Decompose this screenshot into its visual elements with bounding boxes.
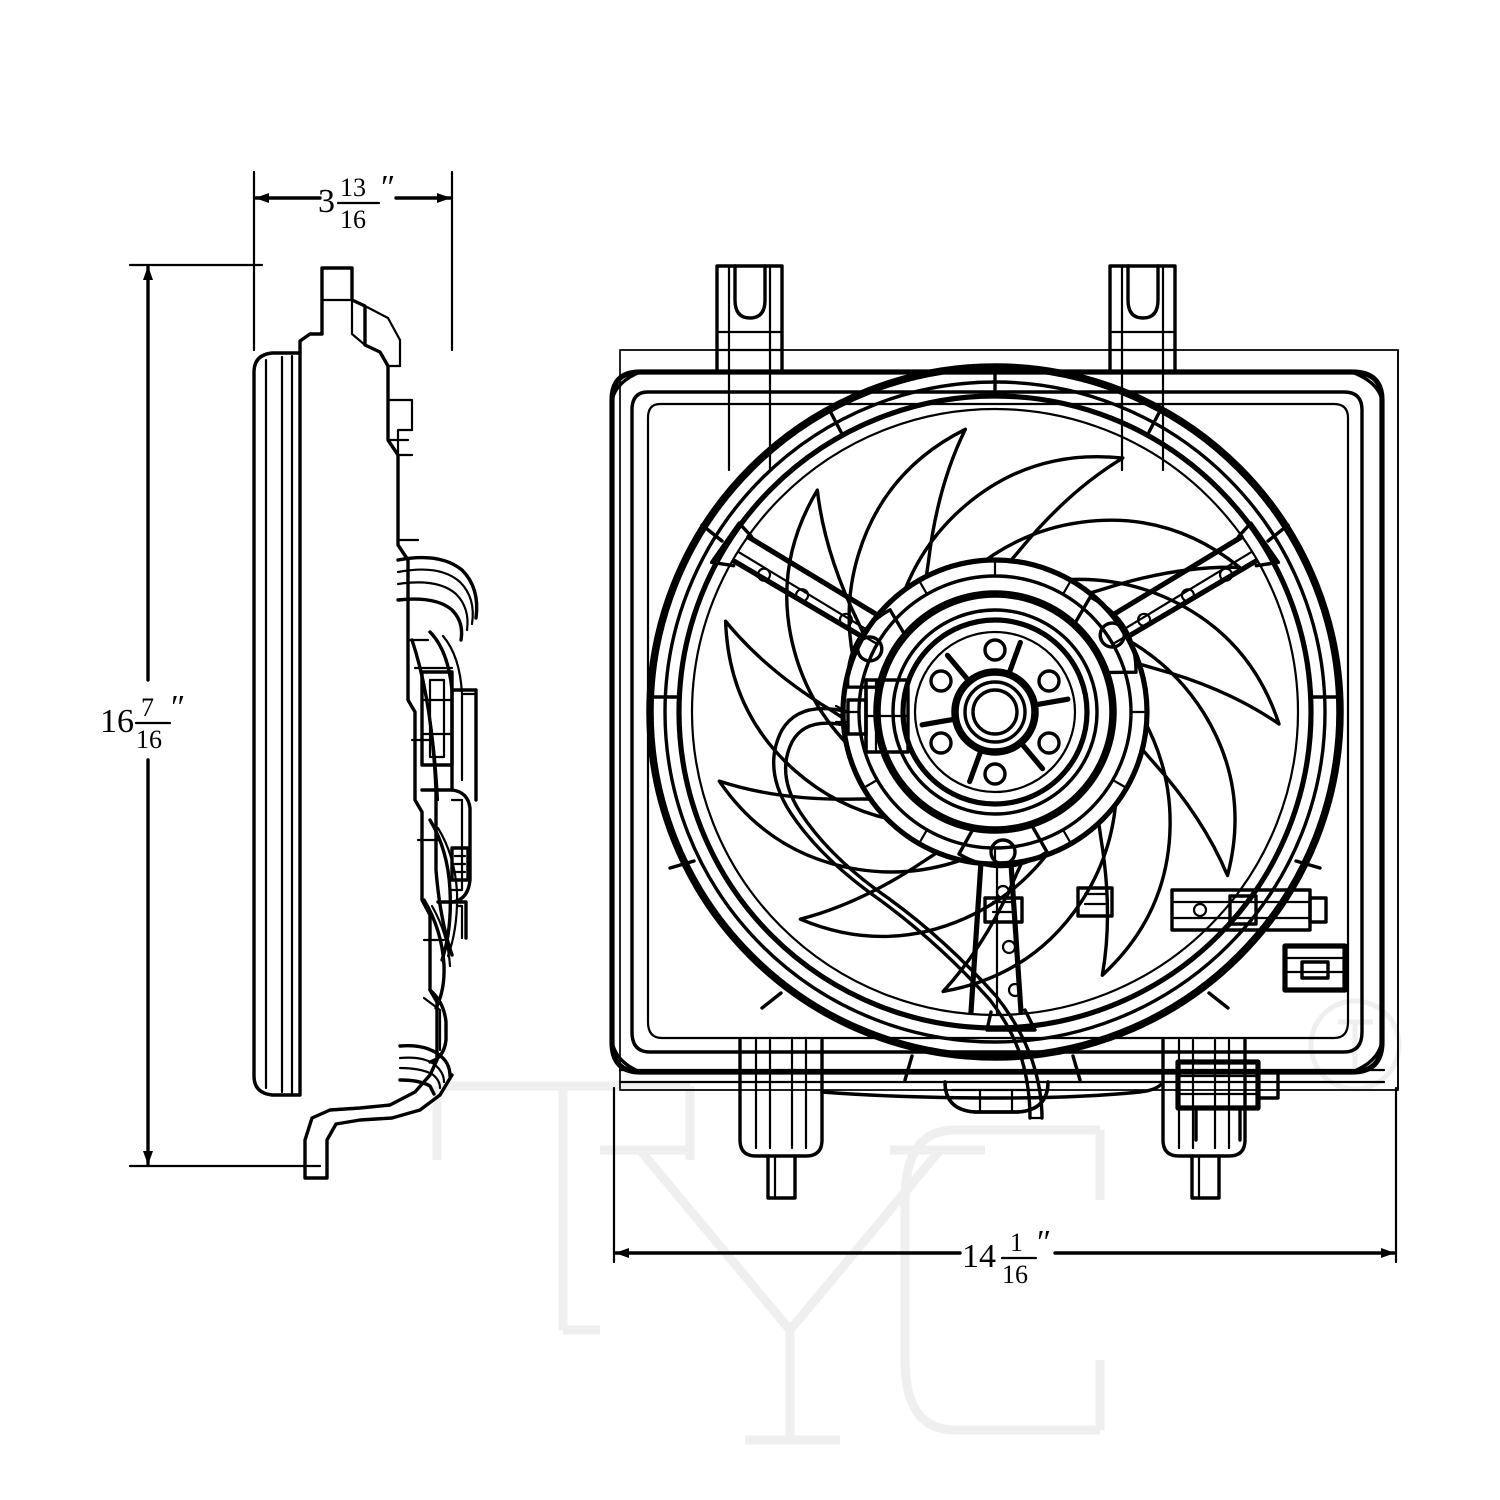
height-unit: ″ — [171, 689, 185, 726]
side-shroud-panel — [252, 351, 302, 1097]
square-shroud-frame — [609, 369, 1385, 1075]
dimension-depth-label: 3 13 16 ″ — [318, 169, 395, 234]
dimension-width — [612, 1086, 1398, 1264]
height-whole: 16 — [100, 703, 134, 740]
height-numerator: 7 — [141, 693, 154, 722]
watermark-tyc — [432, 998, 1402, 1445]
connector-mid-right — [1282, 943, 1348, 993]
height-denominator: 16 — [136, 725, 162, 754]
width-unit: ″ — [1037, 1224, 1051, 1261]
connector-bottom-right — [1175, 1059, 1280, 1142]
depth-denominator: 16 — [340, 205, 366, 234]
wiring-harness-loop — [771, 706, 1044, 1120]
width-numerator: 1 — [1010, 1228, 1023, 1257]
connector-upper-right — [1170, 888, 1328, 932]
bottom-mount-foot-left — [738, 1038, 824, 1200]
side-view — [252, 266, 479, 1180]
dimension-height-label: 16 7 16 ″ — [100, 689, 185, 754]
depth-whole: 3 — [318, 183, 335, 220]
hub-bolt-holes — [929, 638, 1061, 786]
front-view — [609, 264, 1399, 1200]
dimension-depth — [252, 170, 454, 352]
depth-unit: ″ — [381, 169, 395, 206]
dimension-width-label: 14 1 16 ″ — [962, 1224, 1051, 1289]
side-window-detail — [413, 666, 454, 767]
motor-terminal-block — [834, 678, 910, 754]
dimension-height — [128, 263, 322, 1168]
width-whole: 14 — [962, 1238, 996, 1275]
clip-bottom-center — [983, 896, 1024, 924]
hub-vent-slots — [919, 639, 1071, 785]
connector-lower-left-clip — [1076, 886, 1114, 918]
depth-numerator: 13 — [340, 173, 366, 202]
motor-hub — [840, 557, 1150, 869]
side-curved-fin-lower — [420, 788, 472, 1010]
side-bottom-foot — [398, 988, 452, 1096]
hub-flange-segments — [841, 558, 1149, 866]
width-denominator: 16 — [1002, 1260, 1028, 1289]
top-mount-tab-right — [1108, 264, 1177, 374]
bottom-center-boss — [943, 1080, 1050, 1114]
top-mount-tab-left — [715, 264, 784, 374]
fan-shroud-ring — [646, 363, 1344, 1082]
shroud-ring-ribs — [650, 365, 1340, 1082]
